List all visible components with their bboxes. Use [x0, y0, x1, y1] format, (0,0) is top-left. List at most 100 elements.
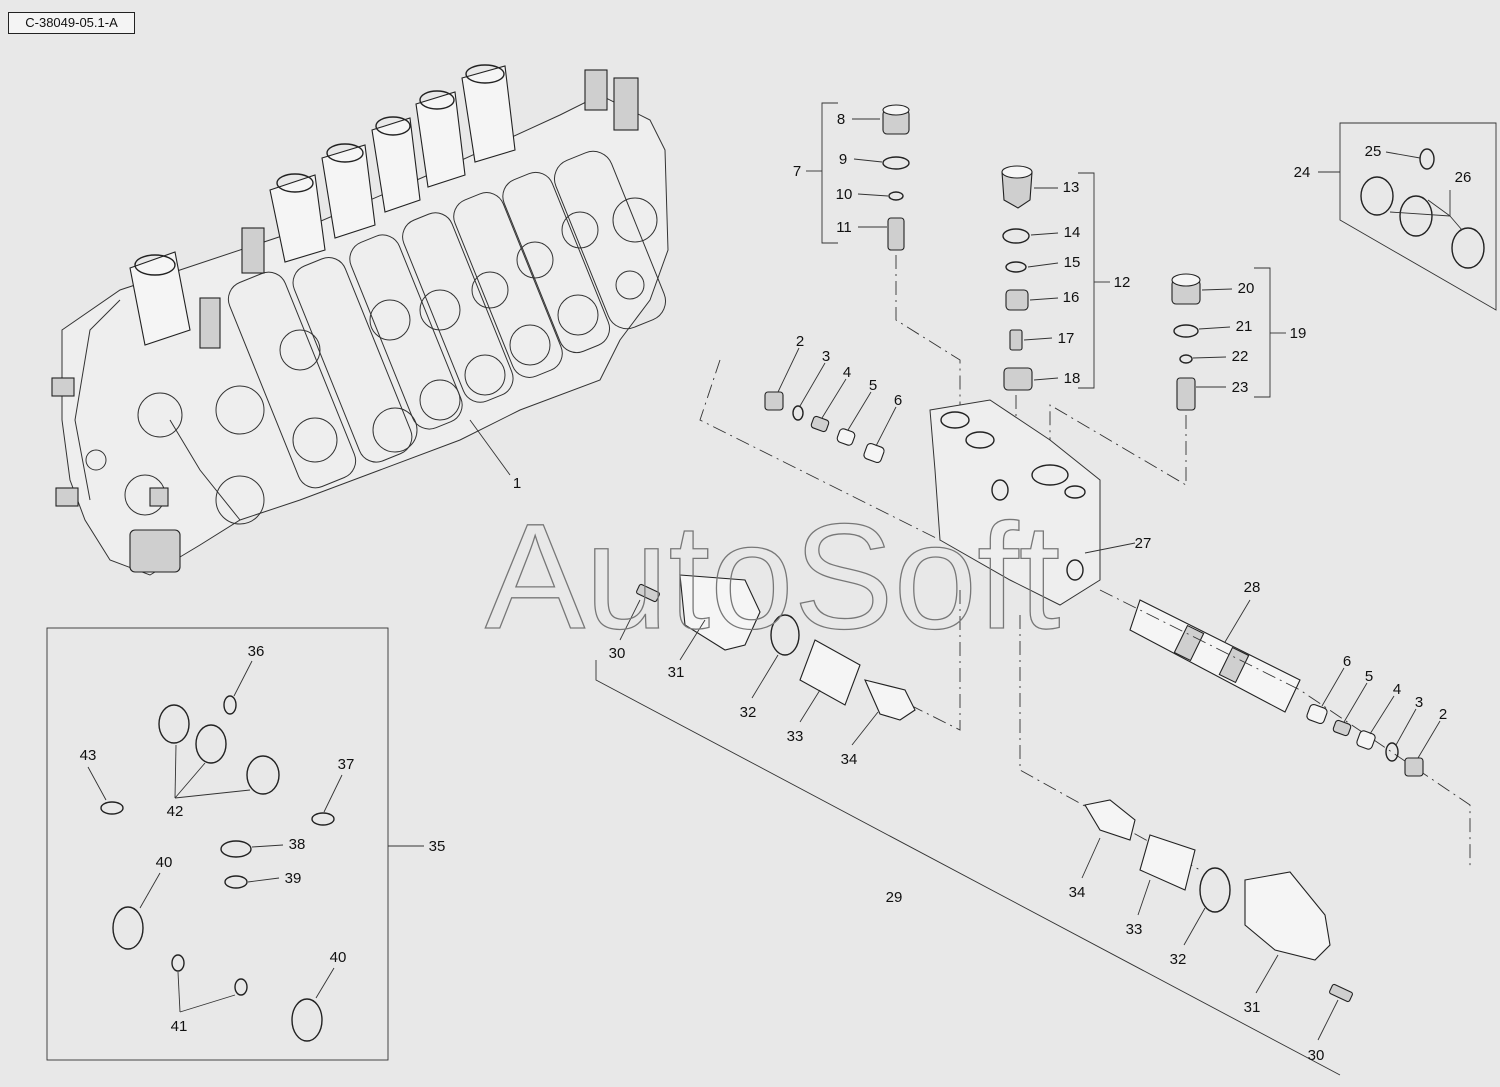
plug-2b [1404, 757, 1424, 777]
oring-26a [1360, 176, 1394, 216]
washer-22 [1179, 354, 1193, 364]
callout-c16: 16 [1063, 289, 1080, 306]
callout-c30a: 30 [609, 645, 626, 662]
valve-block-assembly [51, 64, 669, 576]
callout-c9: 9 [839, 151, 847, 168]
oring-14 [1002, 228, 1030, 244]
callout-c14: 14 [1064, 224, 1081, 241]
callout-c43: 43 [80, 747, 97, 764]
drawing-code-label: C-38049-05.1-A [8, 12, 135, 34]
callout-c38: 38 [289, 836, 306, 853]
sleeve-5a [836, 428, 856, 446]
spool-28 [1129, 599, 1301, 713]
oring-15 [1005, 261, 1027, 273]
callout-c13: 13 [1063, 179, 1080, 196]
spring-4a [810, 415, 830, 433]
callout-c34b: 34 [1069, 884, 1086, 901]
oring-25 [1419, 148, 1435, 170]
callout-c35: 35 [429, 838, 446, 855]
callout-c2b: 2 [1439, 706, 1447, 723]
callout-c1: 1 [513, 475, 521, 492]
callout-c12: 12 [1114, 274, 1131, 291]
callout-c15: 15 [1064, 254, 1081, 271]
callout-c37: 37 [338, 756, 355, 773]
callout-c33a: 33 [787, 728, 804, 745]
callout-c6b: 6 [1343, 653, 1351, 670]
plug-6a [863, 442, 885, 464]
callout-labels: 1234567891011121314151617181920212223242… [80, 111, 1472, 1064]
callout-c39: 39 [285, 870, 302, 887]
oring-3a [792, 405, 804, 421]
callout-c30b: 30 [1308, 1047, 1325, 1064]
cartridge-13 [1001, 165, 1033, 209]
callout-c2a: 2 [796, 333, 804, 350]
valve-11 [887, 217, 905, 251]
sleeve-16 [1005, 289, 1029, 311]
spring-33b [1139, 834, 1196, 891]
callout-c24: 24 [1294, 164, 1311, 181]
callout-c26: 26 [1455, 169, 1472, 186]
callout-c10: 10 [836, 186, 853, 203]
screw-30b [1329, 983, 1353, 1003]
screw-30a [636, 583, 660, 603]
callout-c29: 29 [886, 889, 903, 906]
callout-c20: 20 [1238, 280, 1255, 297]
callout-c25: 25 [1365, 143, 1382, 160]
callout-c22: 22 [1232, 348, 1249, 365]
oring-32a [770, 614, 800, 656]
callout-c31b: 31 [1244, 999, 1261, 1016]
plug-6b [1306, 703, 1328, 725]
callout-c27: 27 [1135, 535, 1152, 552]
washer-10 [888, 191, 904, 201]
callout-c17: 17 [1058, 330, 1075, 347]
callout-c40a: 40 [156, 854, 173, 871]
seal-kit-box-35 [46, 627, 389, 1061]
callout-c21: 21 [1236, 318, 1253, 335]
callout-c42: 42 [167, 803, 184, 820]
watermark: AutoSoft [485, 492, 1060, 660]
callout-c31a: 31 [668, 664, 685, 681]
callout-c18: 18 [1064, 370, 1081, 387]
valve-23 [1176, 377, 1196, 411]
oring-21 [1173, 324, 1199, 338]
oring-26b [1399, 195, 1433, 237]
plug-2a [764, 391, 784, 411]
retainer-34a [864, 679, 916, 721]
valve-section-27 [929, 399, 1101, 606]
callout-c8: 8 [837, 111, 845, 128]
seal-kit-orings [100, 695, 335, 1042]
callout-c3a: 3 [822, 348, 830, 365]
callout-c23: 23 [1232, 379, 1249, 396]
cap-31b [1244, 871, 1331, 961]
callout-c28: 28 [1244, 579, 1261, 596]
callout-c4b: 4 [1393, 681, 1401, 698]
callout-c11: 11 [836, 219, 852, 236]
oring-3b [1385, 742, 1399, 762]
plug-20 [1171, 273, 1201, 305]
callout-c32a: 32 [740, 704, 757, 721]
oring-9 [882, 156, 910, 170]
oring-26c [1451, 227, 1485, 269]
callout-c7: 7 [793, 163, 801, 180]
callout-c41: 41 [171, 1018, 188, 1035]
callout-c6a: 6 [894, 392, 902, 409]
callout-c34a: 34 [841, 751, 858, 768]
retainer-34b [1084, 799, 1136, 841]
plug-8 [882, 104, 910, 135]
oring-32b [1199, 867, 1231, 913]
callout-c19: 19 [1290, 325, 1307, 342]
callout-c5b: 5 [1365, 668, 1373, 685]
cap-31a [679, 574, 761, 651]
spring-17 [1009, 329, 1023, 351]
spring-33a [799, 639, 861, 706]
callout-c36: 36 [248, 643, 265, 660]
spring-5b [1332, 719, 1352, 737]
callout-c3b: 3 [1415, 694, 1423, 711]
callout-c33b: 33 [1126, 921, 1143, 938]
callout-c5a: 5 [869, 377, 877, 394]
plug-18 [1003, 367, 1033, 391]
callout-c40b: 40 [330, 949, 347, 966]
callout-c4a: 4 [843, 364, 851, 381]
